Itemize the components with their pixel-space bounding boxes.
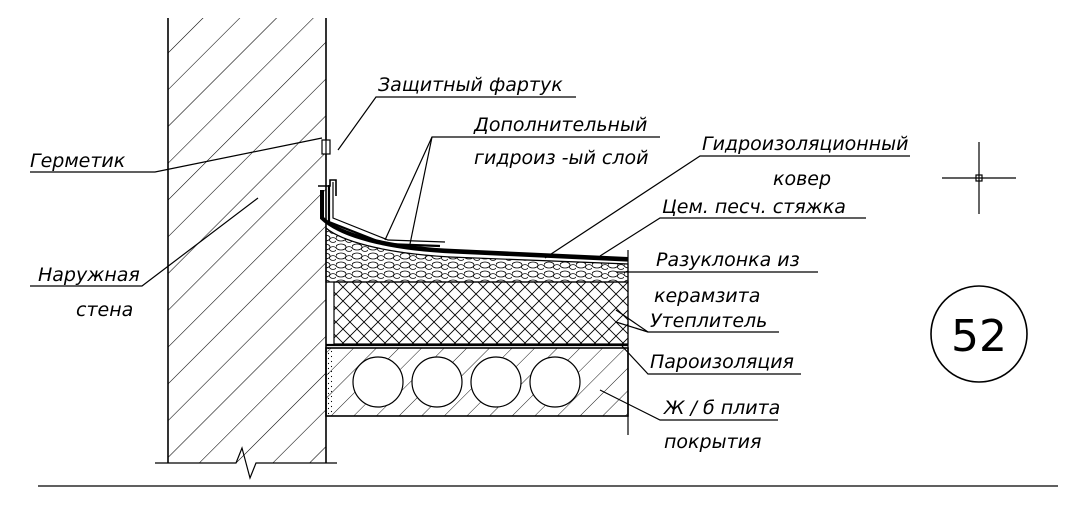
label-slab-2: покрытия (664, 431, 761, 453)
leader-lines (30, 96, 910, 421)
waterproofing-carpet (320, 190, 629, 261)
thermal-insulation (325, 281, 629, 346)
label-extra-layer-2: гидроиз -ый слой (474, 147, 648, 169)
labels: Защитный фартук Герметик Дополнительный … (30, 74, 909, 453)
concrete-slab (325, 347, 629, 417)
label-carpet-2: ковер (773, 168, 831, 190)
label-wall-2: стена (76, 299, 133, 321)
crosshair-mark (942, 142, 1016, 214)
label-apron: Защитный фартук (378, 74, 563, 96)
label-extra-layer-1: Дополнительный (473, 114, 647, 136)
external-wall (155, 18, 337, 480)
label-slope-1: Разуклонка из (656, 249, 800, 271)
sheet-number-badge: 52 (930, 285, 1028, 383)
label-insulation: Утеплитель (650, 310, 767, 332)
label-slope-2: керамзита (654, 285, 760, 307)
label-vapor: Пароизоляция (650, 351, 794, 373)
additional-waterproofing (327, 182, 446, 248)
protective-apron (318, 130, 337, 196)
sheet-number: 52 (951, 311, 1007, 362)
label-screed: Цем. песч. стяжка (662, 196, 846, 218)
label-sealant: Герметик (30, 150, 126, 172)
label-carpet-1: Гидроизоляционный (702, 133, 909, 155)
label-slab-1: Ж / б плита (663, 397, 780, 419)
label-wall-1: Наружная (38, 264, 140, 286)
